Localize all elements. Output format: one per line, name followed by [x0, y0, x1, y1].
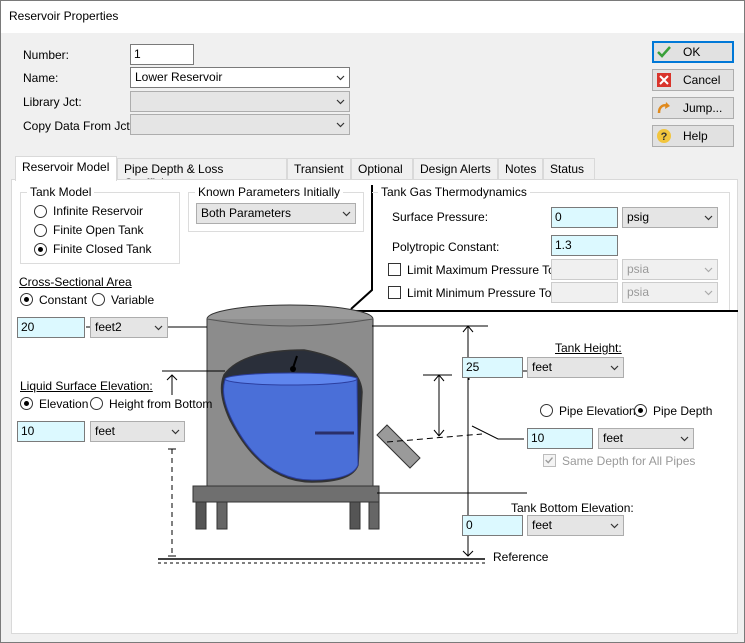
chevron-down-icon: [171, 429, 180, 435]
limit-min-input[interactable]: [551, 282, 618, 303]
infinite-reservoir-radio[interactable]: [34, 205, 47, 218]
reservoir-model-panel: Tank Model Infinite Reservoir Finite Ope…: [11, 179, 738, 634]
tank-model-group: Tank Model Infinite Reservoir Finite Ope…: [20, 185, 180, 264]
help-button[interactable]: ? Help: [652, 125, 734, 147]
copy-data-select[interactable]: [130, 114, 350, 135]
liquid-elevation-label: Elevation: [39, 397, 89, 411]
chevron-down-icon: [336, 122, 345, 128]
finite-open-tank-label: Finite Open Tank: [53, 223, 144, 237]
close-icon: [657, 73, 671, 87]
liquid-elevation-input[interactable]: 10: [17, 421, 85, 442]
finite-open-tank-radio[interactable]: [34, 224, 47, 237]
polytropic-label: Polytropic Constant:: [392, 240, 500, 254]
chevron-down-icon: [342, 211, 351, 217]
same-depth-label: Same Depth for All Pipes: [562, 454, 696, 468]
chevron-down-icon: [336, 75, 345, 81]
tab-transient[interactable]: Transient: [287, 158, 351, 179]
finite-closed-tank-label: Finite Closed Tank: [53, 242, 152, 256]
chevron-down-icon: [704, 215, 713, 221]
chevron-down-icon: [704, 290, 713, 296]
reference-label: Reference: [493, 550, 549, 564]
tank-height-unit-select[interactable]: feet: [527, 357, 624, 378]
ok-button[interactable]: OK: [652, 41, 734, 63]
area-constant-label: Constant: [39, 293, 88, 307]
tab-reservoir-model[interactable]: Reservoir Model: [15, 156, 117, 181]
library-select[interactable]: [130, 91, 350, 112]
chevron-down-icon: [610, 365, 619, 371]
name-label: Name:: [23, 71, 59, 85]
polytropic-input[interactable]: 1.3: [551, 235, 618, 256]
area-input[interactable]: 20: [17, 317, 85, 338]
title-bar: Reservoir Properties: [1, 1, 744, 33]
pipe-depth-radio[interactable]: [634, 404, 647, 417]
copy-data-label: Copy Data From Jct...: [23, 119, 140, 133]
pipe-elevation-label: Pipe Elevation: [559, 404, 636, 418]
library-label: Library Jct:: [23, 95, 82, 109]
liquid-unit-select[interactable]: feet: [90, 421, 185, 442]
area-variable-radio[interactable]: [92, 293, 105, 306]
tank-gas-title: Tank Gas Thermodynamics: [378, 185, 530, 199]
tank-model-title: Tank Model: [27, 185, 95, 199]
same-depth-checkbox[interactable]: [543, 454, 556, 467]
area-unit-select[interactable]: feet2: [90, 317, 168, 338]
svg-text:?: ?: [661, 131, 668, 143]
limit-max-input[interactable]: [551, 259, 618, 280]
finite-closed-tank-radio[interactable]: [34, 243, 47, 256]
number-label: Number:: [23, 48, 70, 62]
number-input[interactable]: 1: [130, 44, 194, 65]
known-parameters-select[interactable]: Both Parameters: [196, 203, 356, 224]
liquid-height-label: Height from Bottom: [109, 397, 213, 411]
help-icon: ?: [657, 129, 671, 143]
pipe-depth-input[interactable]: 10: [527, 428, 593, 449]
chevron-down-icon: [336, 99, 345, 105]
pipe-depth-label: Pipe Depth: [653, 404, 713, 418]
tank-bottom-input[interactable]: 0: [462, 515, 523, 536]
chevron-down-icon: [680, 436, 689, 442]
name-combo[interactable]: Lower Reservoir: [130, 67, 350, 88]
surface-pressure-unit-select[interactable]: psig: [622, 207, 718, 228]
tab-optional[interactable]: Optional: [351, 158, 413, 179]
limit-max-checkbox[interactable]: [388, 263, 401, 276]
known-parameters-group: Known Parameters Initially Both Paramete…: [188, 185, 364, 232]
limit-min-label: Limit Minimum Pressure To:: [407, 286, 555, 300]
tank-gas-group: Tank Gas Thermodynamics Surface Pressure…: [372, 185, 730, 310]
area-constant-radio[interactable]: [20, 293, 33, 306]
tank-height-input[interactable]: 25: [462, 357, 523, 378]
surface-pressure-input[interactable]: 0: [551, 207, 618, 228]
tank-bottom-unit-select[interactable]: feet: [527, 515, 624, 536]
liquid-elevation-radio[interactable]: [20, 397, 33, 410]
window-title: Reservoir Properties: [9, 9, 119, 23]
tank-height-title: Tank Height:: [555, 341, 622, 355]
pipe-depth-unit-select[interactable]: feet: [598, 428, 694, 449]
known-parameters-title: Known Parameters Initially: [195, 185, 344, 199]
limit-max-label: Limit Maximum Pressure To:: [407, 263, 559, 277]
liquid-height-radio[interactable]: [90, 397, 103, 410]
tab-notes[interactable]: Notes: [498, 158, 543, 179]
limit-min-unit-select[interactable]: psia: [622, 282, 718, 303]
jump-button[interactable]: Jump...: [652, 97, 734, 119]
limit-min-checkbox[interactable]: [388, 286, 401, 299]
tab-pipe-depth[interactable]: Pipe Depth & Loss Coefficients: [117, 158, 287, 190]
tank-diagram: [86, 185, 738, 564]
infinite-reservoir-label: Infinite Reservoir: [53, 204, 144, 218]
surface-pressure-label: Surface Pressure:: [392, 210, 489, 224]
pipe-elevation-radio[interactable]: [540, 404, 553, 417]
tank-bottom-title: Tank Bottom Elevation:: [511, 501, 634, 515]
tab-status[interactable]: Status: [543, 158, 595, 179]
jump-arrow-icon: [657, 102, 670, 114]
liquid-surface-title: Liquid Surface Elevation:: [20, 379, 153, 393]
chevron-down-icon: [154, 325, 163, 331]
chevron-down-icon: [704, 267, 713, 273]
cross-sectional-area-title: Cross-Sectional Area: [19, 275, 132, 289]
checkmark-icon: [545, 457, 553, 464]
tab-design-alerts[interactable]: Design Alerts: [413, 158, 498, 179]
checkmark-icon: [657, 46, 671, 58]
area-variable-label: Variable: [111, 293, 155, 307]
limit-max-unit-select[interactable]: psia: [622, 259, 718, 280]
name-value: Lower Reservoir: [135, 70, 223, 84]
chevron-down-icon: [610, 523, 619, 529]
cancel-button[interactable]: Cancel: [652, 69, 734, 91]
